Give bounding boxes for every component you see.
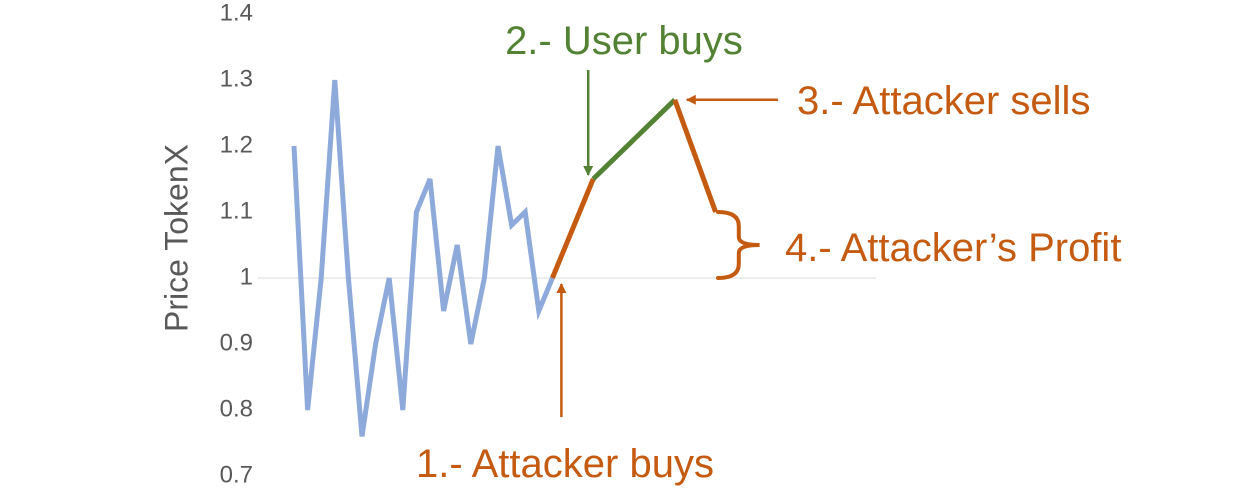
y-tick-label: 1.3 — [220, 65, 253, 92]
annotation-user-buys: 2.- User buys — [505, 19, 743, 63]
series-attacker-buy-line — [550, 178, 596, 279]
y-tick-label: 0.7 — [220, 461, 253, 488]
series-attacker-sell-line — [672, 98, 718, 213]
annotation-attacker-sells: 3.- Attacker sells — [797, 79, 1090, 123]
annotation-attacker-buys: 1.- Attacker buys — [416, 442, 714, 486]
y-tick-label: 1.2 — [220, 131, 253, 158]
annotation-attackers-profit: 4.- Attacker’s Profit — [785, 226, 1121, 270]
series-user-buy-line — [591, 98, 677, 181]
y-tick-label: 1 — [240, 263, 253, 290]
y-tick-label: 1.4 — [220, 0, 253, 26]
y-tick-label: 0.8 — [220, 395, 253, 422]
profit-brace — [716, 210, 760, 280]
series-history-line — [291, 79, 555, 437]
y-axis: 0.7 0.8 0.9 1 1.1 1.2 1.3 1.4 — [220, 0, 253, 488]
y-tick-label: 1.1 — [220, 197, 253, 224]
y-tick-label: 0.9 — [220, 329, 253, 356]
y-axis-label: Price TokenX — [158, 144, 194, 332]
